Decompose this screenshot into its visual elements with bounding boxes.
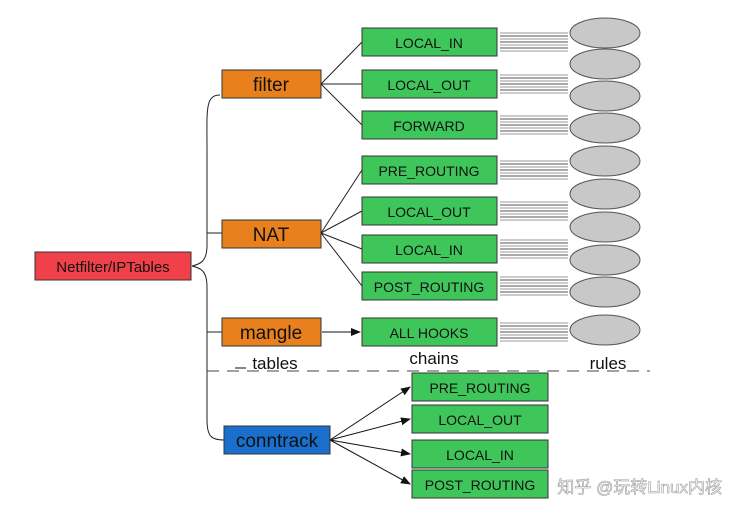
netfilter-root-label: Netfilter/IPTables bbox=[56, 259, 169, 276]
rule-ellipse bbox=[569, 48, 641, 80]
svg-text:PRE_ROUTING: PRE_ROUTING bbox=[429, 380, 530, 396]
table-filter-label: filter bbox=[253, 75, 290, 96]
rule-ellipse bbox=[569, 17, 641, 49]
svg-text:LOCAL_IN: LOCAL_IN bbox=[395, 35, 463, 51]
rule-ellipse bbox=[569, 145, 641, 177]
rule-ellipse bbox=[569, 276, 641, 308]
svg-text:LOCAL_OUT: LOCAL_OUT bbox=[387, 204, 471, 220]
rule-ellipse bbox=[569, 244, 641, 276]
rule-ellipses bbox=[569, 17, 641, 346]
arrows bbox=[322, 328, 411, 485]
table-mangle-label: mangle bbox=[240, 323, 302, 344]
svg-text:POST_ROUTING: POST_ROUTING bbox=[374, 279, 484, 295]
svg-text:POST_ROUTING: POST_ROUTING bbox=[425, 477, 535, 493]
chain-conntrack-local-out: LOCAL_OUT bbox=[411, 404, 549, 434]
table-conntrack-label: conntrack bbox=[236, 431, 319, 452]
rule-ellipse bbox=[569, 314, 641, 346]
rule-ellipse bbox=[569, 112, 641, 144]
svg-text:PRE_ROUTING: PRE_ROUTING bbox=[378, 163, 479, 179]
label-tables: tables bbox=[252, 354, 297, 373]
rule-ellipse bbox=[569, 211, 641, 243]
svg-text:FORWARD: FORWARD bbox=[393, 118, 465, 134]
chain-nat-post-routing: POST_ROUTING bbox=[361, 271, 498, 301]
connectors bbox=[191, 41, 363, 441]
chain-filter-local-in: LOCAL_IN bbox=[361, 27, 498, 57]
svg-text:LOCAL_IN: LOCAL_IN bbox=[446, 447, 514, 463]
svg-text:ALL HOOKS: ALL HOOKS bbox=[390, 325, 469, 341]
rule-ellipse bbox=[569, 80, 641, 112]
chain-filter-forward: FORWARD bbox=[361, 110, 498, 140]
chain-mangle-all-hooks: ALL HOOKS bbox=[361, 317, 498, 347]
watermark: 知乎 @玩转Linux内核 bbox=[557, 478, 722, 498]
chain-filter-local-out: LOCAL_OUT bbox=[361, 69, 498, 99]
chain-nat-local-in: LOCAL_IN bbox=[361, 234, 498, 264]
label-rules: rules bbox=[590, 354, 627, 373]
rule-lines bbox=[500, 32, 568, 342]
netfilter-root-node: Netfilter/IPTables bbox=[34, 251, 192, 281]
chain-conntrack-post-routing: POST_ROUTING bbox=[411, 469, 549, 499]
table-conntrack: conntrack bbox=[223, 425, 331, 455]
chain-nat-pre-routing: PRE_ROUTING bbox=[361, 155, 498, 185]
table-mangle: mangle bbox=[221, 317, 322, 347]
label-chains: chains bbox=[409, 349, 458, 368]
table-nat: NAT bbox=[221, 219, 322, 249]
chain-conntrack-local-in: LOCAL_IN bbox=[411, 439, 549, 469]
chain-nat-local-out: LOCAL_OUT bbox=[361, 196, 498, 226]
svg-text:LOCAL_IN: LOCAL_IN bbox=[395, 242, 463, 258]
svg-text:LOCAL_OUT: LOCAL_OUT bbox=[438, 412, 522, 428]
table-nat-label: NAT bbox=[253, 225, 290, 246]
table-filter: filter bbox=[221, 69, 322, 99]
chain-conntrack-pre-routing: PRE_ROUTING bbox=[411, 372, 549, 402]
rule-ellipse bbox=[569, 178, 641, 210]
svg-text:LOCAL_OUT: LOCAL_OUT bbox=[387, 77, 471, 93]
watermark-text: 知乎 @玩转Linux内核 bbox=[557, 478, 722, 497]
